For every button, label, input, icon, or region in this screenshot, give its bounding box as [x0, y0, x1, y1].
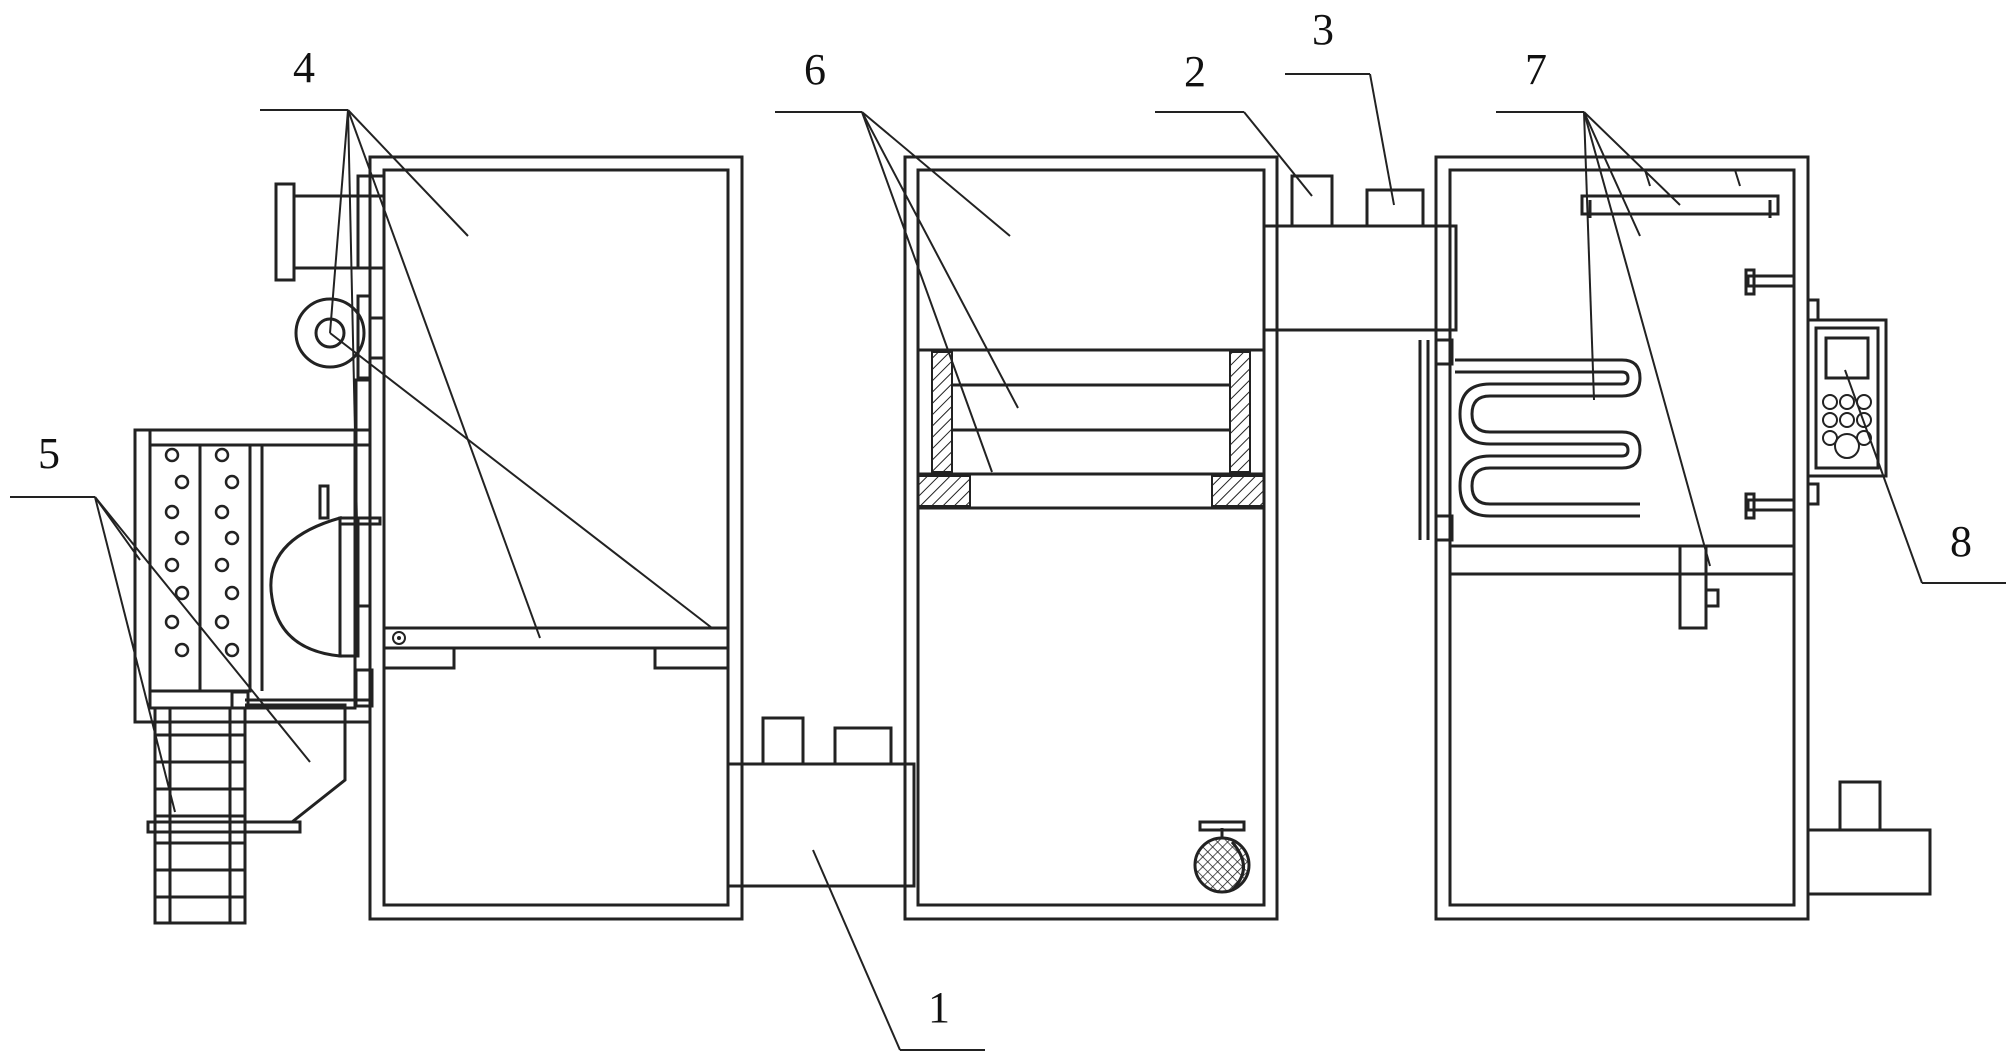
- label-7: 7: [1525, 45, 1547, 94]
- right-tank: [1418, 155, 1932, 921]
- label-3: 3: [1312, 5, 1334, 54]
- ball-valve: [1193, 820, 1251, 894]
- control-panel: [1806, 298, 1888, 506]
- leader-lines: [10, 73, 2006, 1051]
- heating-coil: [1455, 358, 1642, 518]
- label-6: 6: [804, 45, 826, 94]
- label-2: 2: [1184, 47, 1206, 96]
- label-8: 8: [1950, 517, 1972, 566]
- middle-tank: [903, 155, 1279, 921]
- filter-housing: [133, 428, 372, 724]
- connecting-pipe-top: [1262, 174, 1458, 332]
- label-1: 1: [928, 983, 950, 1032]
- pump-wheel: [294, 294, 386, 380]
- filter-holes: [164, 447, 240, 658]
- dome-heater: [269, 484, 382, 708]
- label-4: 4: [293, 43, 315, 92]
- callout-labels: 4 5 6 2 3 7 8 1: [38, 5, 1972, 1032]
- left-tank: [368, 155, 744, 921]
- label-5: 5: [38, 429, 60, 478]
- filter-rack: [146, 690, 370, 925]
- connecting-pipe-bottom: [726, 716, 916, 888]
- inlet-flange: [274, 174, 386, 282]
